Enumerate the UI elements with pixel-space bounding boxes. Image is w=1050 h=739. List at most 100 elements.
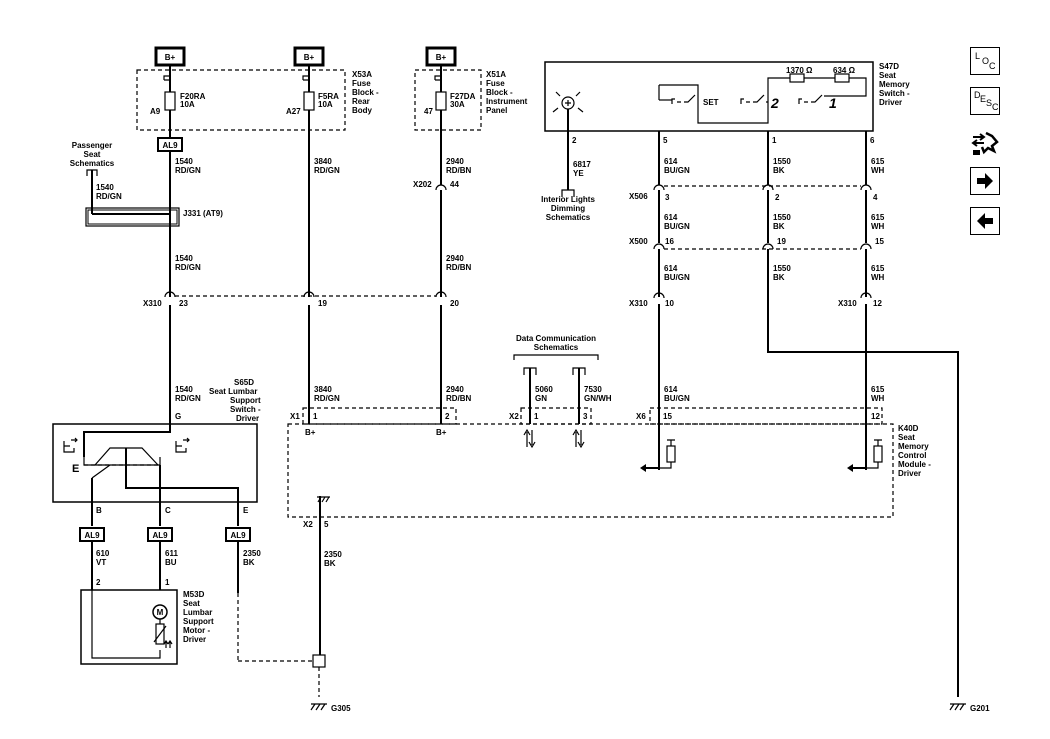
svg-text:WH: WH — [871, 222, 885, 231]
fuse-f27da: F27DA 30A 47 — [424, 65, 476, 185]
circuit-2350-module: X2 5 2350 BK — [303, 517, 342, 697]
svg-text:RD/GN: RD/GN — [175, 394, 201, 403]
svg-text:BU/GN: BU/GN — [664, 222, 690, 231]
circuit-1550: 1550 BK 1550 BK 1550 BK — [767, 131, 959, 697]
svg-text:RD/GN: RD/GN — [314, 394, 340, 403]
svg-text:S65D: S65D — [234, 378, 254, 387]
svg-text:1550: 1550 — [773, 157, 791, 166]
svg-text:RD/GN: RD/GN — [175, 263, 201, 272]
svg-text:B+: B+ — [436, 428, 447, 437]
svg-text:3840: 3840 — [314, 157, 332, 166]
battery-supply-1: B+ — [154, 46, 186, 67]
svg-text:Driver: Driver — [898, 469, 921, 478]
svg-text:Lumbar: Lumbar — [183, 608, 212, 617]
previous-page-button[interactable] — [970, 207, 1000, 235]
svg-text:15: 15 — [663, 412, 672, 421]
svg-text:Interior Lights: Interior Lights — [541, 195, 595, 204]
m53d-lumbar-motor: M53D Seat Lumbar Support Motor - Driver … — [80, 589, 214, 665]
svg-text:614: 614 — [664, 213, 678, 222]
next-page-button[interactable] — [970, 167, 1000, 195]
svg-text:6817: 6817 — [573, 160, 591, 169]
svg-text:Schematics: Schematics — [534, 343, 579, 352]
s65d-lumbar-switch: S65D Seat Lumbar Support Switch - Driver… — [52, 378, 261, 526]
svg-text:44: 44 — [450, 180, 459, 189]
connector-x506: X506 3 2 4 — [629, 184, 878, 202]
svg-text:20: 20 — [450, 299, 459, 308]
svg-text:2350: 2350 — [243, 549, 261, 558]
description-button[interactable]: D E S C — [970, 87, 1000, 115]
circuit-2940: 2940 RD/BN X202 44 2940 RD/BN 2940 RD/BN — [413, 157, 472, 424]
svg-text:2: 2 — [775, 193, 780, 202]
harness-icon[interactable] — [970, 128, 1000, 156]
svg-text:F5RA: F5RA — [318, 92, 339, 101]
svg-text:BU/GN: BU/GN — [664, 166, 690, 175]
svg-text:F27DA: F27DA — [450, 92, 476, 101]
passenger-seat-ref: Passenger Seat Schematics 1540 RD/GN — [70, 141, 122, 214]
arrow-right-icon — [977, 173, 993, 189]
svg-text:B+: B+ — [304, 53, 315, 62]
svg-text:Block -: Block - — [352, 88, 379, 97]
svg-text:Passenger: Passenger — [72, 141, 112, 150]
svg-text:614: 614 — [664, 157, 678, 166]
svg-text:E: E — [243, 506, 249, 515]
svg-text:1550: 1550 — [773, 264, 791, 273]
svg-text:Motor -: Motor - — [183, 626, 210, 635]
svg-text:Driver: Driver — [183, 635, 206, 644]
svg-text:2: 2 — [572, 136, 577, 145]
svg-text:611: 611 — [165, 549, 178, 558]
svg-text:3840: 3840 — [314, 385, 332, 394]
svg-text:Control: Control — [898, 451, 926, 460]
svg-text:Support: Support — [183, 617, 214, 626]
circuit-6817: 6817 YE Interior Lights Dimming Schemati… — [541, 131, 595, 222]
connector-x310-left: X310 23 19 20 — [143, 291, 459, 308]
svg-text:BU/GN: BU/GN — [664, 394, 690, 403]
svg-text:12: 12 — [873, 299, 882, 308]
svg-text:X310: X310 — [143, 299, 162, 308]
svg-text:3: 3 — [583, 412, 588, 421]
svg-text:Block -: Block - — [486, 88, 513, 97]
svg-text:Memory: Memory — [898, 442, 929, 451]
seat-lumbar-icon — [63, 437, 78, 453]
seat-lumbar-icon — [175, 437, 190, 453]
svg-text:1: 1 — [313, 412, 318, 421]
svg-text:1: 1 — [772, 136, 777, 145]
svg-text:G305: G305 — [331, 704, 351, 713]
svg-text:7530: 7530 — [584, 385, 602, 394]
svg-text:1540: 1540 — [175, 385, 193, 394]
svg-text:634 Ω: 634 Ω — [833, 66, 856, 75]
svg-text:X2: X2 — [303, 520, 313, 529]
arrow-left-icon — [977, 213, 993, 229]
svg-text:Body: Body — [352, 106, 373, 115]
svg-text:1540: 1540 — [175, 254, 193, 263]
ground-g305: G305 — [310, 703, 351, 713]
svg-text:GN: GN — [535, 394, 547, 403]
svg-text:Seat: Seat — [898, 433, 915, 442]
svg-text:X1: X1 — [290, 412, 300, 421]
svg-text:615: 615 — [871, 157, 885, 166]
svg-text:Schematics: Schematics — [70, 159, 115, 168]
svg-text:23: 23 — [179, 299, 188, 308]
svg-text:BK: BK — [324, 559, 336, 568]
svg-text:RD/GN: RD/GN — [175, 166, 201, 175]
circuit-614: 614 BU/GN 614 BU/GN 614 BU/GN 614 BU/GN — [658, 131, 690, 470]
svg-text:4: 4 — [873, 193, 878, 202]
svg-text:Seat Lumbar: Seat Lumbar — [209, 387, 257, 396]
svg-text:BU: BU — [165, 558, 177, 567]
svg-text:1370 Ω: 1370 Ω — [786, 66, 813, 75]
svg-text:2: 2 — [96, 578, 101, 587]
svg-text:X310: X310 — [629, 299, 648, 308]
svg-text:Seat: Seat — [879, 71, 896, 80]
svg-text:GN/WH: GN/WH — [584, 394, 612, 403]
location-button[interactable]: L O C — [970, 47, 1000, 75]
svg-text:BK: BK — [773, 222, 785, 231]
svg-text:2940: 2940 — [446, 385, 464, 394]
circuit-615: 615 WH 615 WH 615 WH 615 WH — [865, 131, 885, 470]
svg-text:1540: 1540 — [175, 157, 193, 166]
k40d-memory-module: K40D Seat Memory Control Module - Driver… — [287, 407, 931, 518]
svg-text:10A: 10A — [180, 100, 195, 109]
svg-text:AL9: AL9 — [162, 141, 178, 150]
svg-text:RD/BN: RD/BN — [446, 394, 472, 403]
svg-text:5060: 5060 — [535, 385, 553, 394]
circuit-3840: 3840 RD/GN 3840 RD/GN — [308, 157, 340, 424]
